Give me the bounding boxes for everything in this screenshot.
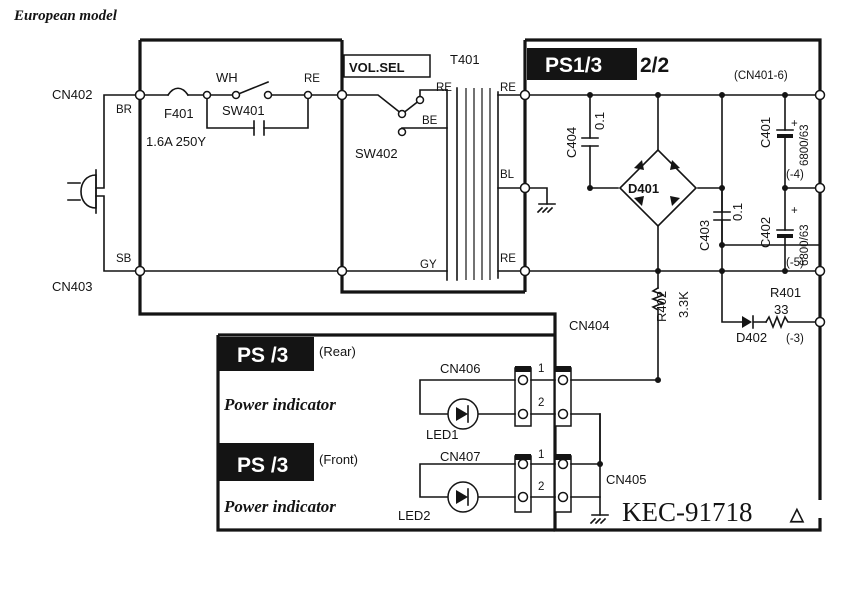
- fuse-f401: [166, 87, 190, 97]
- ps-rear-text: PS /3: [237, 344, 288, 367]
- c401-label: C401: [758, 117, 773, 148]
- ps-rear-block: [218, 337, 314, 371]
- c402-label: C402: [758, 217, 773, 248]
- page-title: European model: [13, 8, 118, 24]
- cn407-label: CN407: [440, 449, 480, 464]
- transformer-t401: [465, 88, 526, 280]
- capacitor-sw401: [253, 120, 265, 136]
- c402-plus: +: [791, 205, 798, 217]
- re-label-3: RE: [500, 82, 516, 94]
- cn404-label: CN404: [569, 318, 609, 333]
- pin-2-front: 2: [538, 481, 544, 493]
- capacitor-c403: [713, 211, 731, 221]
- ps-board-subtitle-text: 2/2: [640, 54, 669, 77]
- pin-m4-label: (-4): [786, 169, 804, 181]
- ground-icon: [536, 203, 556, 214]
- board-code: KEC-91718: [622, 497, 753, 527]
- d401-label: D401: [628, 181, 659, 196]
- cn405-label: CN405: [606, 472, 646, 487]
- f401-rating: 1.6A 250Y: [146, 134, 206, 149]
- r402-label: R402: [654, 291, 669, 322]
- ground-icon-2: [589, 514, 609, 525]
- wh-label: WH: [216, 70, 238, 85]
- resistor-r401: [764, 314, 821, 330]
- capacitor-c401: [777, 134, 793, 138]
- junction-dots: [587, 92, 788, 467]
- volsel-label: VOL.SEL: [349, 60, 405, 75]
- pin-2-rear: 2: [538, 397, 544, 409]
- c403-label: C403: [697, 220, 712, 251]
- capacitor-c404: [581, 137, 599, 147]
- capacitor-c402: [777, 234, 793, 238]
- sw401-label: SW401: [222, 103, 265, 118]
- c402-value: 6800/63: [799, 224, 811, 266]
- terminal-nodes: [134, 89, 826, 503]
- r401-value: 33: [774, 302, 788, 317]
- ps-board-title: PS1/3 2/2: [527, 48, 669, 80]
- c403-value: 0.1: [730, 203, 745, 221]
- ps-front-text: PS /3: [237, 454, 288, 477]
- br-label: BR: [116, 104, 132, 116]
- led2-label: LED2: [398, 508, 431, 523]
- be-label: BE: [422, 115, 438, 127]
- warning-mark-icon: △: [789, 504, 805, 524]
- ac-plug-icon: [67, 94, 141, 272]
- pin-m3-label: (-3): [786, 333, 804, 345]
- ps-rear-title: PS /3 (Rear): [218, 337, 356, 371]
- re-label-2: RE: [436, 82, 452, 94]
- cn401-6-label: (CN401-6): [734, 70, 788, 82]
- t401-label: T401: [450, 52, 480, 67]
- re-label-4: RE: [500, 253, 516, 265]
- led1-label: LED1: [426, 427, 459, 442]
- diode-d402: [742, 316, 752, 328]
- pin-1-front: 1: [538, 449, 544, 461]
- re-label-1: RE: [304, 73, 320, 85]
- c404-value: 0.1: [592, 112, 607, 130]
- switch-sw401: [234, 80, 270, 97]
- indicator-board-outline: [216, 335, 555, 532]
- ps-front-title: PS /3 (Front): [218, 443, 358, 481]
- ps-board-title-block: [527, 48, 637, 80]
- cn402-label: CN402: [52, 87, 92, 102]
- ps-rear-label: (Rear): [319, 344, 356, 359]
- resistor-r402: [650, 286, 666, 381]
- cn403-label: CN403: [52, 279, 92, 294]
- cn406-label: CN406: [440, 361, 480, 376]
- d402-label: D402: [736, 330, 767, 345]
- volsel-box: [343, 54, 431, 78]
- pin-m5-label: (-5): [786, 257, 804, 269]
- power-indicator-rear: Power indicator: [223, 395, 336, 414]
- bl-label: BL: [500, 169, 515, 181]
- ps-board-title-text: PS1/3: [545, 54, 602, 77]
- c401-value: 6800/63: [799, 124, 811, 166]
- primary-wiring: [139, 80, 458, 293]
- r402-value: 3.3K: [676, 291, 691, 318]
- ps-front-label: (Front): [319, 452, 358, 467]
- sb-label: SB: [116, 253, 132, 265]
- gy-label: GY: [420, 259, 437, 271]
- power-indicator-front: Power indicator: [223, 497, 336, 516]
- r401-label: R401: [770, 285, 801, 300]
- bridge-diodes: [634, 160, 680, 206]
- sw402-label: SW402: [355, 146, 398, 161]
- labels: CN402 BR SB CN403 F401 1.6A 250Y WH SW40…: [52, 52, 811, 527]
- pin-1-rear: 1: [538, 363, 544, 375]
- secondary-wiring: [524, 94, 821, 381]
- ps-front-block: [218, 443, 314, 481]
- f401-label: F401: [164, 106, 194, 121]
- c404-label: C404: [564, 127, 579, 158]
- ps-board-outline: [525, 38, 822, 500]
- c401-plus: +: [791, 118, 798, 130]
